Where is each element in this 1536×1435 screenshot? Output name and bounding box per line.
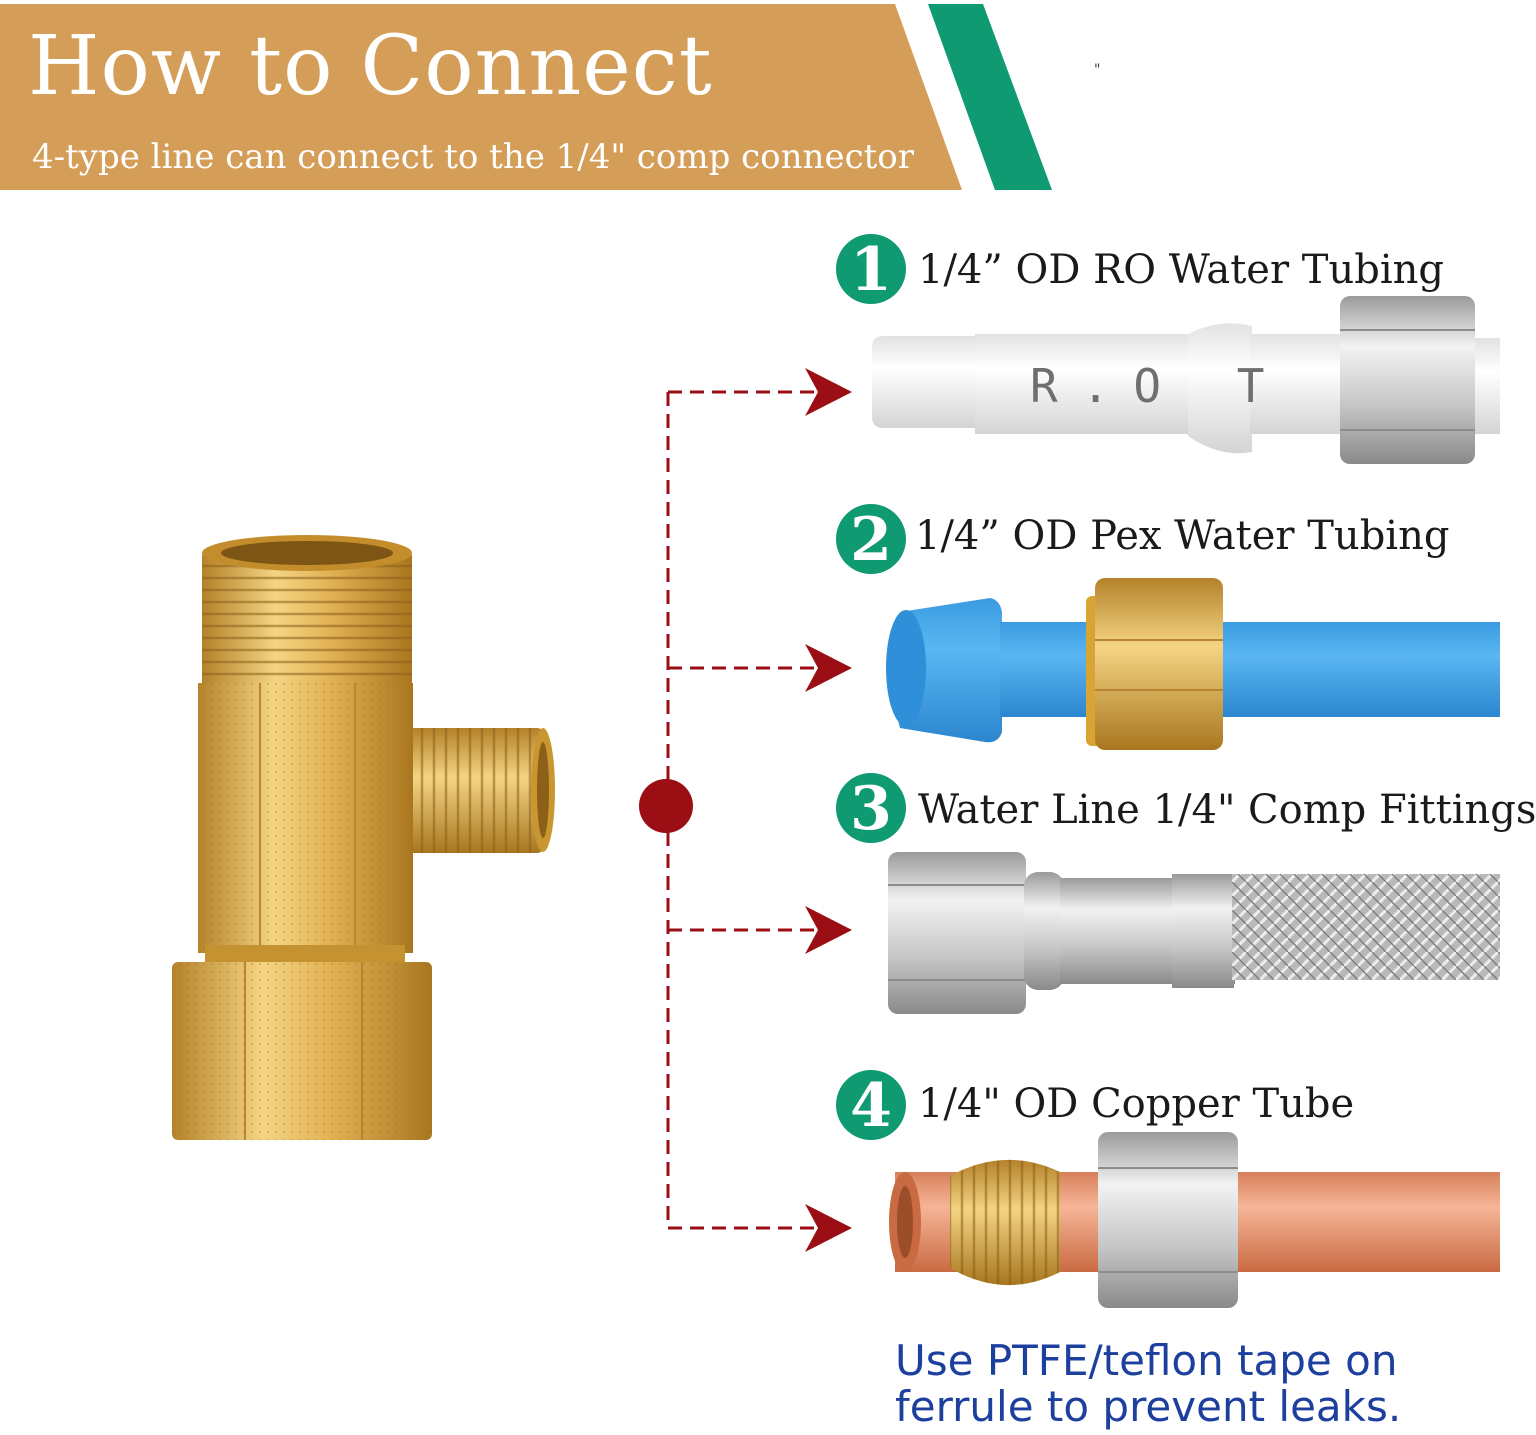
item-number-badge: 3 bbox=[836, 773, 906, 844]
illustration-stage: R.O T bbox=[172, 296, 1500, 1308]
arrow-icon bbox=[805, 906, 852, 954]
item-label-copper-tube: 1/4" OD Copper Tube bbox=[918, 1081, 1355, 1127]
pex-tubing-icon bbox=[886, 578, 1500, 750]
ptfe-tape-note: Use PTFE/teflon tape on ferrule to preve… bbox=[895, 1338, 1401, 1430]
braided-hose-icon bbox=[888, 852, 1500, 1014]
header-banner bbox=[0, 4, 1052, 190]
page-subtitle: 4-type line can connect to the 1/4" comp… bbox=[32, 137, 914, 177]
banner-green-stripe bbox=[928, 4, 1052, 190]
connector-lines bbox=[639, 368, 852, 1252]
item-number-badge: 1 bbox=[836, 234, 906, 305]
connector-hub-dot bbox=[639, 779, 693, 833]
stray-quote-mark: " bbox=[1094, 62, 1101, 78]
note-line-1: Use PTFE/teflon tape on bbox=[895, 1336, 1398, 1385]
item-label-ro-tubing: 1/4” OD RO Water Tubing bbox=[918, 247, 1445, 293]
arrow-icon bbox=[805, 368, 852, 416]
arrow-icon bbox=[805, 1204, 852, 1252]
item-number-badge: 2 bbox=[836, 504, 906, 575]
item-label-pex-tubing: 1/4” OD Pex Water Tubing bbox=[915, 513, 1450, 559]
brass-tee-adapter-icon bbox=[172, 535, 555, 1140]
note-line-2: ferrule to prevent leaks. bbox=[895, 1382, 1402, 1431]
ro-tubing-icon: R.O T bbox=[872, 296, 1500, 464]
page-title: How to Connect bbox=[28, 19, 713, 114]
item-number-badge: 4 bbox=[836, 1070, 906, 1141]
banner-gold-panel bbox=[0, 4, 962, 190]
item-label-comp-fittings: Water Line 1/4" Comp Fittings bbox=[918, 787, 1536, 833]
copper-tube-icon bbox=[889, 1132, 1500, 1308]
arrow-icon bbox=[805, 644, 852, 692]
ro-tube-print: R.O T bbox=[1030, 359, 1288, 413]
